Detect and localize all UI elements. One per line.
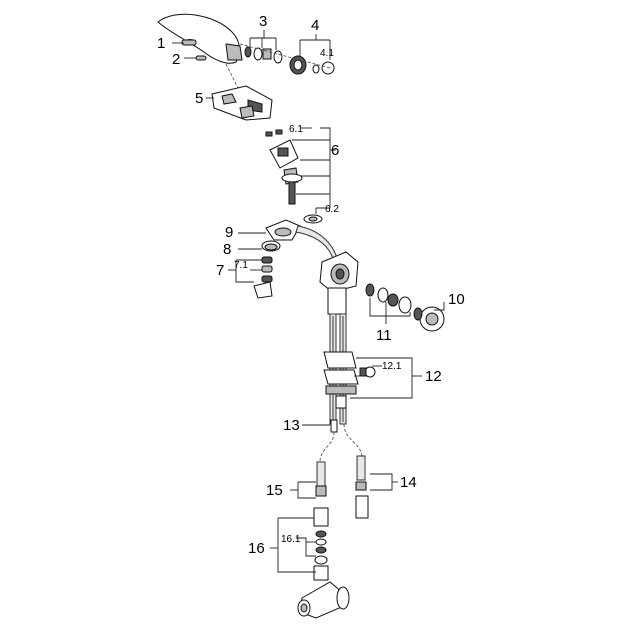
hose-path-left — [319, 431, 335, 463]
part-1-screw — [181, 39, 197, 46]
callout-labels: 1 2 3 4 4.1 5 6 6.1 6.2 7 7.1 8 9 10 11 … — [157, 13, 465, 557]
callout-10: 10 — [448, 291, 465, 308]
part-4-nozzle — [289, 55, 335, 75]
callout-7: 7 — [216, 262, 224, 279]
part-3-seals — [244, 46, 283, 64]
centerline — [225, 63, 239, 89]
hose-path-right — [343, 423, 363, 457]
callout-11: 11 — [376, 327, 392, 344]
part-8-ring — [261, 240, 281, 252]
callout-3: 3 — [259, 13, 267, 30]
callout-14: 14 — [400, 474, 417, 491]
callout-7-1: 7.1 — [234, 260, 248, 271]
callout-6: 6 — [331, 142, 339, 159]
part-10-cap — [413, 306, 445, 332]
callout-1: 1 — [157, 35, 165, 52]
control-body — [319, 251, 359, 315]
callout-6-2: 6.2 — [325, 204, 339, 215]
callout-9: 9 — [225, 224, 233, 241]
part-15-fitting — [315, 461, 327, 497]
callout-12: 12 — [425, 368, 442, 385]
part-7-aerator — [253, 256, 273, 299]
callout-13: 13 — [283, 417, 300, 434]
part-9-spray-head — [265, 219, 301, 241]
part-5-sensor-cover — [211, 85, 273, 121]
part-6-solenoid — [265, 129, 303, 205]
spray-hose — [295, 225, 339, 263]
part-11-seals — [365, 283, 412, 314]
callout-16: 16 — [248, 540, 265, 557]
callout-15: 15 — [266, 482, 283, 499]
callout-2: 2 — [172, 51, 180, 68]
part-13-clip — [330, 419, 338, 433]
part-14-fitting — [355, 455, 369, 519]
leader-lines — [172, 30, 445, 573]
callout-5: 5 — [195, 90, 203, 107]
callout-12-1: 12.1 — [382, 361, 402, 372]
part-2-pin — [195, 55, 207, 61]
callout-6-1: 6.1 — [289, 124, 303, 135]
callout-4-1: 4.1 — [320, 48, 334, 59]
callout-8: 8 — [223, 241, 231, 258]
part-12-bracket — [323, 351, 376, 409]
callout-4: 4 — [311, 17, 319, 34]
part-6-2-washer — [303, 214, 323, 224]
callout-16-1: 16.1 — [281, 534, 301, 545]
centerline — [239, 43, 331, 69]
part-16-valve — [297, 507, 350, 619]
supply-hoses — [329, 313, 347, 425]
